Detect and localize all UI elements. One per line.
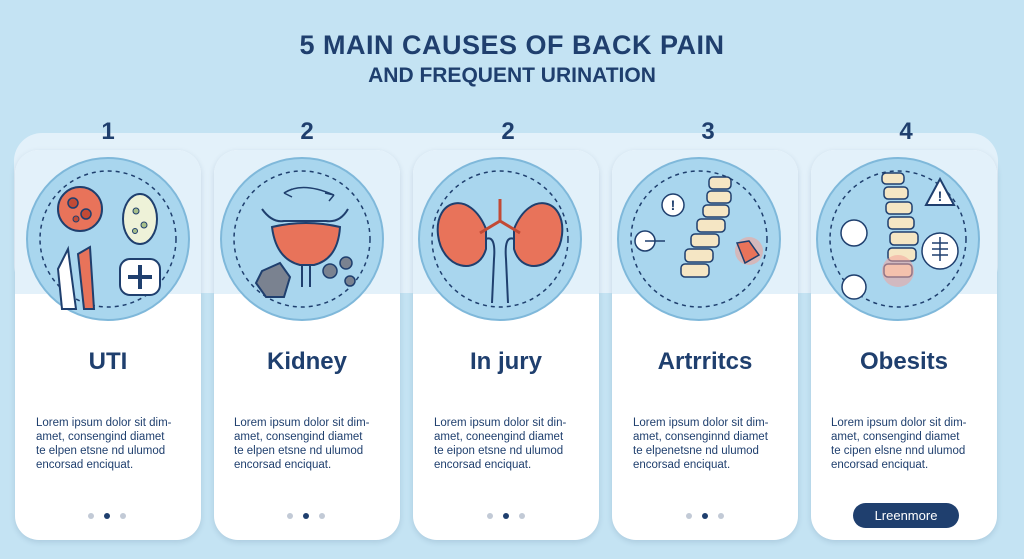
svg-text:!: ! xyxy=(938,188,943,204)
card-description-uti: Lorem ipsum dolor sit dim- amet, conseng… xyxy=(36,417,172,471)
kidneys-icon xyxy=(418,157,582,321)
card-title-arthritis: Artrritcs xyxy=(657,348,753,375)
pagination-dot[interactable] xyxy=(487,513,493,519)
card-description-obesity: Lorem ipsum dolor sit dim- amet, conseng… xyxy=(831,417,967,471)
card-title-obesity: Obesits xyxy=(859,348,949,375)
title-line-2: AND FREQUENT URINATION xyxy=(368,64,656,87)
svg-text:!: ! xyxy=(671,197,676,213)
card-number-3: 2 xyxy=(501,118,515,145)
card-number-2: 2 xyxy=(300,118,314,145)
spine-warning-icon: ! xyxy=(816,157,980,321)
pagination-dot[interactable] xyxy=(718,513,724,519)
card-title-kidney: Kidney xyxy=(266,348,347,375)
pagination-dots xyxy=(88,513,148,521)
learn-more-button[interactable]: Lreenmore xyxy=(853,503,959,528)
pagination-dot-active[interactable] xyxy=(104,513,110,519)
spine-joint-icon: ! xyxy=(617,157,781,321)
card-description-injury: Lorem ipsum dolor sit din- amet, coneeng… xyxy=(434,417,567,471)
card-number-1: 1 xyxy=(101,118,115,145)
pagination-dot[interactable] xyxy=(319,513,325,519)
pagination-dot[interactable] xyxy=(287,513,293,519)
pagination-dot[interactable] xyxy=(88,513,94,519)
bladder-stones-icon xyxy=(220,157,384,321)
card-title-uti: UTI xyxy=(88,348,128,375)
pagination-dot[interactable] xyxy=(686,513,692,519)
pagination-dots xyxy=(487,513,547,521)
card-number-5: 4 xyxy=(899,118,913,145)
pagination-dots xyxy=(686,513,746,521)
pagination-dot-active[interactable] xyxy=(702,513,708,519)
card-description-kidney: Lorem ipsum dolor sit dim- amet, conseng… xyxy=(234,417,370,471)
card-number-4: 3 xyxy=(701,118,715,145)
card-title-injury: In jury xyxy=(469,348,542,375)
bacteria-icon xyxy=(26,157,190,321)
pagination-dot[interactable] xyxy=(519,513,525,519)
pagination-dot-active[interactable] xyxy=(503,513,509,519)
title-line-1: 5 MAIN CAUSES OF BACK PAIN xyxy=(299,30,725,60)
card-description-arthritis: Lorem ipsum dolor sit dim- amet, conseng… xyxy=(633,417,769,471)
pagination-dot[interactable] xyxy=(120,513,126,519)
pagination-dot-active[interactable] xyxy=(303,513,309,519)
pagination-dots xyxy=(287,513,347,521)
